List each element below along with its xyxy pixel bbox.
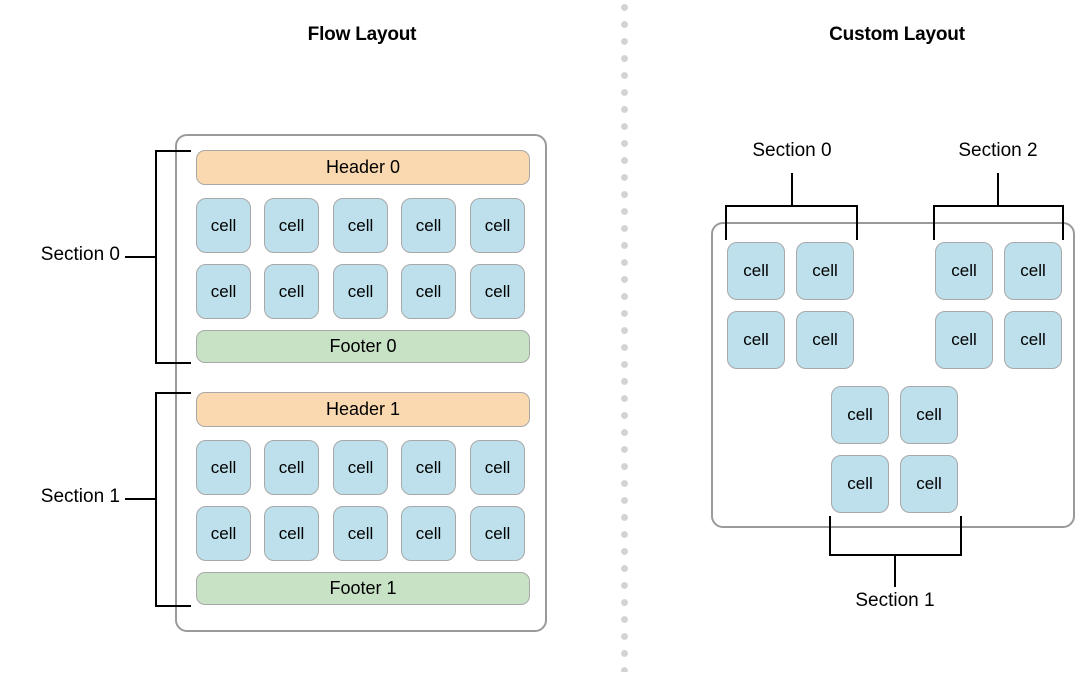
flow-layout-title: Flow Layout <box>307 24 417 45</box>
custom-cell: cell <box>935 311 993 369</box>
custom-cell: cell <box>831 386 889 444</box>
custom-section-0-leader-line <box>791 173 793 206</box>
custom-section-2-bracket-right-arm <box>1062 205 1064 240</box>
custom-cell: cell <box>1004 242 1062 300</box>
custom-section-2-leader-line <box>997 173 999 206</box>
flow-cell: cell <box>264 506 319 561</box>
flow-cell: cell <box>196 440 251 495</box>
custom-cell: cell <box>1004 311 1062 369</box>
flow-section-1-bracket-spine <box>155 392 157 607</box>
flow-cell: cell <box>333 264 388 319</box>
custom-section-1-bracket-left-arm <box>829 516 831 556</box>
flow-section-1-bracket-tick-bottom <box>155 605 191 607</box>
flow-cell: cell <box>333 506 388 561</box>
flow-section-1-bracket-tick-top <box>155 392 191 394</box>
flow-section-0-bracket-spine <box>155 150 157 364</box>
flow-cell: cell <box>401 198 456 253</box>
custom-section-0-bracket-left-arm <box>725 205 727 240</box>
flow-cell: cell <box>196 264 251 319</box>
flow-cell: cell <box>470 198 525 253</box>
flow-cell: cell <box>401 440 456 495</box>
flow-cell: cell <box>264 264 319 319</box>
custom-cell: cell <box>900 386 958 444</box>
custom-cell: cell <box>727 311 785 369</box>
flow-cell: cell <box>401 264 456 319</box>
custom-section-0-label: Section 0 <box>752 140 832 161</box>
flow-cell: cell <box>333 440 388 495</box>
custom-cell: cell <box>831 455 889 513</box>
flow-cell: cell <box>333 198 388 253</box>
flow-cell: cell <box>470 440 525 495</box>
flow-cell: cell <box>264 198 319 253</box>
custom-cell: cell <box>796 242 854 300</box>
flow-section-0-footer: Footer 0 <box>196 330 530 363</box>
flow-section-0-label: Section 0 <box>40 244 120 265</box>
custom-section-0-bracket-right-arm <box>856 205 858 240</box>
flow-section-1-header: Header 1 <box>196 392 530 427</box>
flow-section-0-bracket-tick-bottom <box>155 362 191 364</box>
custom-cell: cell <box>935 242 993 300</box>
flow-cell: cell <box>401 506 456 561</box>
custom-cell: cell <box>900 455 958 513</box>
custom-section-0-bracket-span <box>725 205 858 207</box>
flow-section-0-bracket-tick-top <box>155 150 191 152</box>
flow-section-1-leader-line <box>125 498 156 500</box>
custom-section-1-bracket-right-arm <box>960 516 962 556</box>
custom-layout-title: Custom Layout <box>829 24 965 45</box>
flow-section-1-footer: Footer 1 <box>196 572 530 605</box>
custom-section-1-leader-line <box>894 554 896 587</box>
flow-cell: cell <box>264 440 319 495</box>
flow-section-1-label: Section 1 <box>40 486 120 507</box>
flow-cell: cell <box>196 506 251 561</box>
custom-section-2-label: Section 2 <box>958 140 1038 161</box>
custom-section-2-bracket-left-arm <box>933 205 935 240</box>
flow-cell: cell <box>196 198 251 253</box>
custom-cell: cell <box>727 242 785 300</box>
vertical-dotted-divider <box>621 4 628 672</box>
flow-section-0-header: Header 0 <box>196 150 530 185</box>
custom-section-1-label: Section 1 <box>855 590 935 611</box>
flow-section-0-leader-line <box>125 256 156 258</box>
flow-cell: cell <box>470 264 525 319</box>
custom-section-2-bracket-span <box>933 205 1064 207</box>
flow-cell: cell <box>470 506 525 561</box>
custom-cell: cell <box>796 311 854 369</box>
